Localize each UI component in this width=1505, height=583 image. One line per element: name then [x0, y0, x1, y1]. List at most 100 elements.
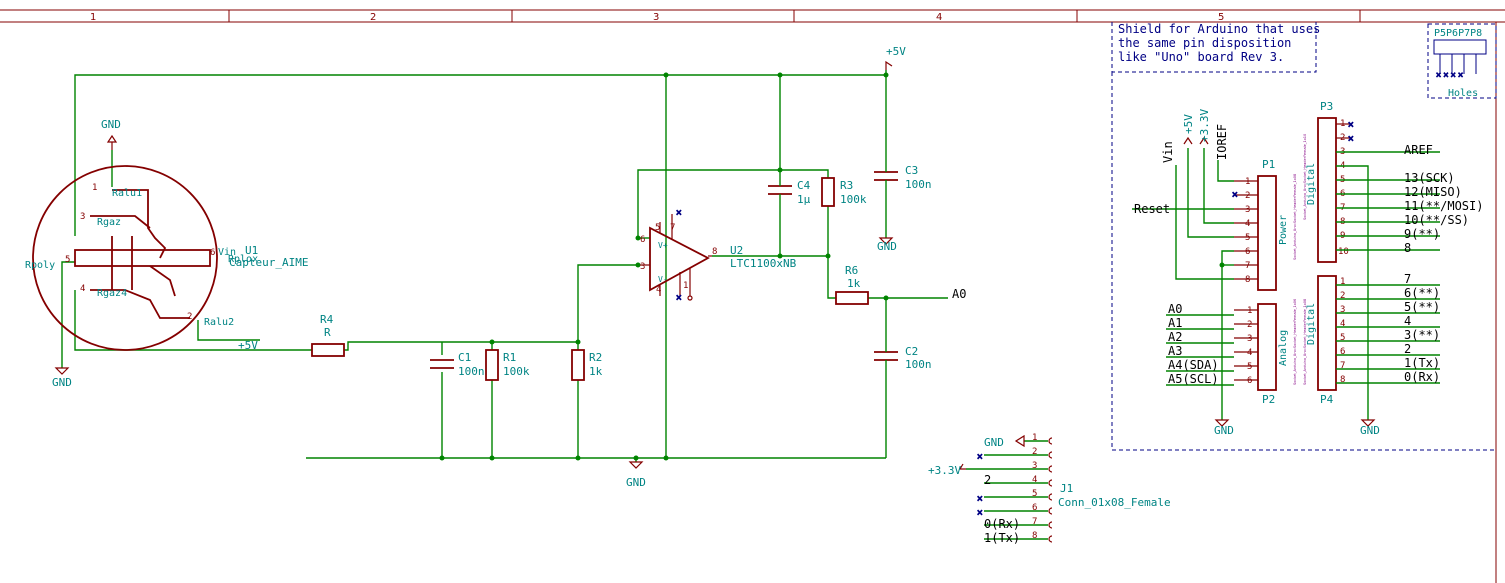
u2-pin6: 6	[640, 235, 645, 245]
p1-pin-4: 4	[1245, 219, 1250, 229]
r4-ref: R4	[320, 313, 334, 326]
u2-pin1: 1	[683, 281, 688, 291]
svg-text:×: ×	[977, 452, 983, 463]
u1-rgaz4: Rgaz4	[97, 288, 127, 299]
p4-pin-7: 7	[1340, 361, 1345, 371]
svg-text:×: ×	[676, 293, 682, 304]
u2-pin4: 4	[656, 285, 661, 295]
r6-resistor: R6 1k	[835, 264, 869, 305]
u2-vplus: V+	[658, 241, 668, 250]
c3-capacitor: C3 100n	[874, 164, 932, 191]
p4-digital-header: P4 Digital Socket_Arduino_Uno:Socket_Hea…	[1303, 272, 1440, 406]
p2-label-a5: A5(SCL)	[1168, 372, 1219, 386]
note-line-1: Shield for Arduino that uses	[1118, 22, 1320, 36]
j1-pin-5: 5	[1032, 489, 1037, 499]
p4-pin-3: 3	[1340, 305, 1345, 315]
r6-value: 1k	[847, 277, 861, 290]
u2-pin3: 3	[640, 262, 645, 272]
p3-label-8: 8	[1404, 241, 1411, 255]
p2-label-a3: A3	[1168, 344, 1182, 358]
plus5v-net-label: +5V	[238, 339, 258, 352]
a0-net-label: A0	[952, 287, 966, 301]
svg-text:×: ×	[1348, 120, 1354, 131]
j1-pin-1: 1	[1032, 433, 1037, 443]
p4-type: Digital	[1306, 303, 1317, 345]
frame-col-3: 3	[653, 12, 659, 23]
j1-ref: J1	[1060, 482, 1073, 495]
p1-pin-5: 5	[1245, 233, 1250, 243]
r3-resistor: R3 100k	[821, 177, 867, 207]
u1-pin3: 3	[80, 212, 85, 222]
gnd-u1-label: GND	[101, 118, 121, 131]
c3-ref: C3	[905, 164, 918, 177]
p2-analog-header: P2 Analog Socket_Arduino_Uno:Socket_Head…	[1166, 299, 1297, 406]
u1-ref: U1	[245, 244, 258, 257]
p1-vin-label: Vin	[1161, 141, 1175, 163]
power-gnd-c3: GND	[877, 237, 897, 253]
j1-value: Conn_01x08_Female	[1058, 496, 1171, 509]
p3-label-aref: AREF	[1404, 143, 1433, 157]
p2-pin-1: 1	[1247, 306, 1252, 316]
svg-text:×: ×	[1232, 190, 1238, 201]
gnd-left-label: GND	[52, 376, 72, 389]
plus5v-top-label: +5V	[886, 45, 906, 58]
power-plus5v-top: +5V	[885, 45, 906, 70]
p1-pin-7: 7	[1245, 261, 1250, 271]
svg-text:× × × ×: × × × ×	[1436, 70, 1463, 80]
c2-value: 100n	[905, 358, 932, 371]
u1-pin4: 4	[80, 284, 85, 294]
p3-digital-header: P3 Digital Socket_Arduino_Uno:Socket_Hea…	[1303, 100, 1483, 437]
p4-pin-6: 6	[1340, 347, 1345, 357]
junctions	[439, 72, 889, 461]
j1-gnd: GND	[984, 436, 1004, 449]
p3-label-12: 12(MISO)	[1404, 185, 1462, 199]
p3-pin-10: 10	[1338, 247, 1349, 257]
j1-connector: 1 2 3 4 5 6 7 8 GND +3.3V 2 0(Rx) 1(Tx) …	[928, 433, 1171, 545]
c1-value: 100n	[458, 365, 485, 378]
r1-value: 100k	[503, 365, 530, 378]
j1-pin-3: 3	[1032, 461, 1037, 471]
c2-capacitor: C2 100n	[874, 345, 932, 372]
wires	[61, 70, 948, 462]
p4-label-6: 6(**)	[1404, 286, 1440, 300]
u2-pin8: 8	[712, 247, 717, 257]
sheet-frame: 1 2 3 4 5	[0, 9, 1505, 583]
j1-label-2: 2	[984, 473, 991, 487]
u2-pin7: 7	[670, 223, 675, 233]
r2-resistor: R2 1k	[571, 349, 603, 381]
holes-label: Holes	[1448, 88, 1478, 99]
power-gnd-left: GND	[52, 367, 72, 389]
j1-33v: +3.3V	[928, 464, 961, 477]
p3-label-9: 9(**)	[1404, 227, 1440, 241]
frame-col-1: 1	[90, 12, 96, 23]
shield-note: Shield for Arduino that uses the same pi…	[1111, 22, 1496, 451]
p1-pin-8: 8	[1245, 275, 1250, 285]
note-line-2: the same pin disposition	[1118, 36, 1291, 50]
p1-pin-2: 2	[1245, 191, 1250, 201]
p2-pin-3: 3	[1247, 334, 1252, 344]
u1-pin1: 1	[92, 183, 97, 193]
power-gnd-u1: GND	[101, 118, 121, 150]
j1-label-tx: 1(Tx)	[984, 531, 1020, 545]
u1-pin2: 2	[187, 312, 192, 322]
p4-pin-5: 5	[1340, 333, 1345, 343]
r4-resistor: R4 R	[311, 313, 345, 357]
frame-col-2: 2	[370, 12, 376, 23]
svg-text:×: ×	[977, 494, 983, 505]
p1-power-header: P1 Power Socket_Arduino_Uno:Socket_Heade…	[1132, 109, 1297, 437]
r4-value: R	[324, 326, 331, 339]
u1-rgaz: Rgaz	[97, 217, 121, 228]
p4-label-1: 1(Tx)	[1404, 356, 1440, 370]
j1-pin-6: 6	[1032, 503, 1037, 513]
p2-pin-5: 5	[1247, 362, 1252, 372]
u2-opamp: × × 6 3 5 7 4 1 8 V+ V- U2 LTC1100xNB	[640, 207, 797, 305]
svg-text:Socket_Arduino_Uno:Socket_Head: Socket_Arduino_Uno:Socket_HeaderFemale_1…	[1293, 299, 1297, 385]
j1-label-rx: 0(Rx)	[984, 517, 1020, 531]
u1-ralu2: Ralu2	[204, 317, 234, 328]
r1-resistor: R1 100k	[485, 349, 530, 381]
svg-text:×: ×	[977, 508, 983, 519]
r2-ref: R2	[589, 351, 602, 364]
u1-sensor: 1 Ralu1 3 Rgaz 5 Rpoly 4 Rgaz4 2 Ralu2 6…	[25, 165, 308, 351]
r3-value: 100k	[840, 193, 867, 206]
